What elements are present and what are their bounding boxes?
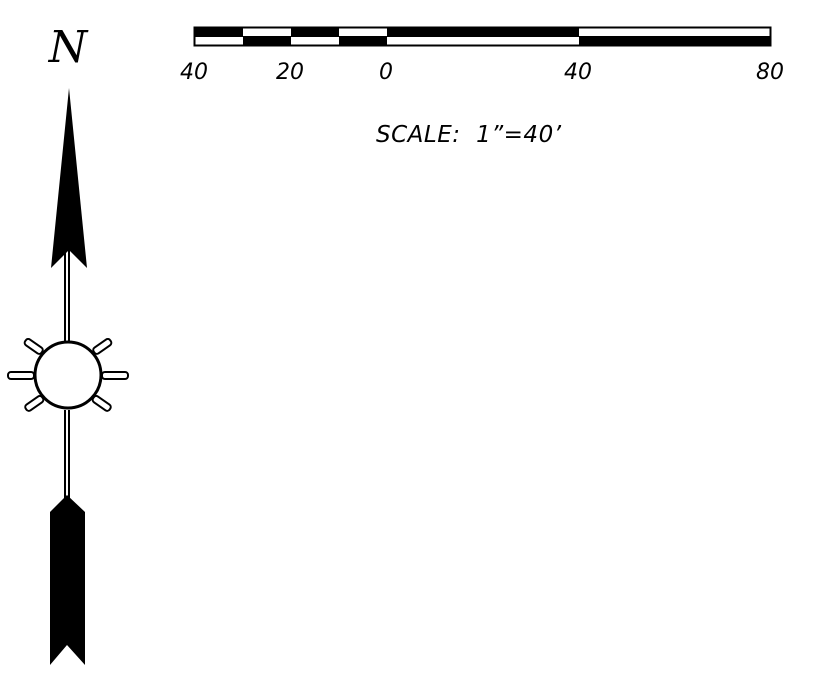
scale-tick-label: 40 [564, 60, 592, 85]
scale-tick-label: 80 [756, 60, 784, 85]
scale-tick-label: 20 [276, 60, 304, 85]
scale-caption: SCALE: 1”=40’ [376, 122, 562, 148]
arrowhead-icon [51, 88, 87, 268]
north-label: N [48, 22, 89, 73]
scale-tick-label: 0 [379, 60, 393, 85]
north-arrow-icon: N [7, 22, 129, 665]
scale-bar: 40 20 0 40 80 SCALE: 1”=40’ [180, 26, 784, 148]
compass-tick-marks [7, 337, 129, 412]
scale-tick-label: 40 [180, 60, 208, 85]
arrow-tail-icon [50, 495, 85, 665]
compass-ring-icon [33, 340, 103, 410]
